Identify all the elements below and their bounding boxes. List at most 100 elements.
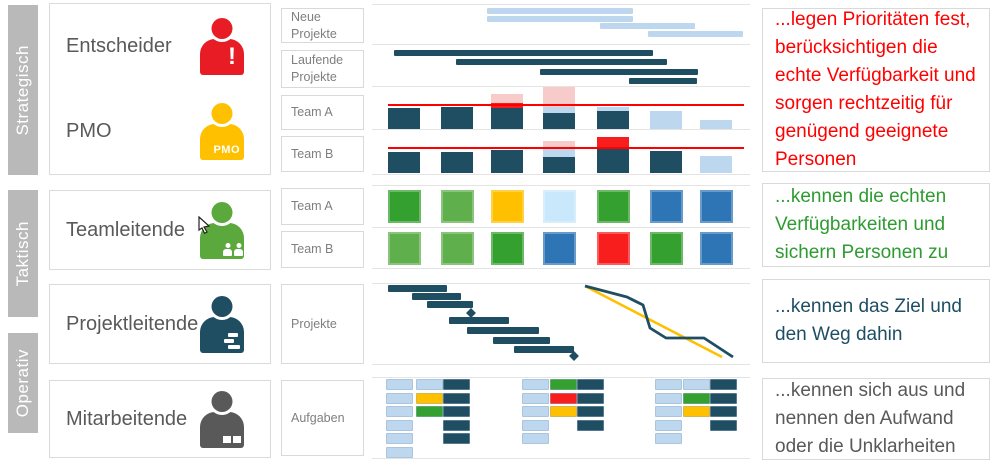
row-label-laufende-projekte: Laufende Projekte xyxy=(281,50,364,88)
task-card xyxy=(522,419,549,431)
row-separator-line xyxy=(372,44,750,45)
row-separator-line xyxy=(372,227,750,228)
role-row-mitarbeitende: Mitarbeitende xyxy=(50,381,270,457)
task-bar-shape xyxy=(224,338,234,343)
team-b-segment xyxy=(700,156,732,173)
task-card xyxy=(522,433,549,444)
burndown-actual-line xyxy=(584,284,734,359)
task-card xyxy=(683,406,710,417)
task-card xyxy=(655,433,682,444)
team-a-segment xyxy=(700,120,732,129)
new-project-bar xyxy=(487,16,633,22)
team-b-availability-square xyxy=(441,232,474,265)
team-b-segment xyxy=(388,152,420,173)
row-separator-line xyxy=(372,129,750,130)
task-card xyxy=(683,392,710,404)
statement-text: ...kennen sich aus und nennen den Aufwan… xyxy=(775,380,966,457)
task-card xyxy=(577,419,604,431)
task-card xyxy=(655,392,682,404)
team-a-segment xyxy=(543,107,575,113)
row-separator-line xyxy=(372,86,750,87)
role-row-entscheider: Entscheider ! xyxy=(50,4,270,89)
row-separator-line xyxy=(372,268,750,269)
person-cards-icon xyxy=(200,390,244,448)
task-bar-shape xyxy=(228,332,238,337)
person-head xyxy=(211,390,233,412)
person-head xyxy=(211,18,233,39)
row-label-team-a-pmo: Team A xyxy=(281,95,364,130)
team-a-availability-square xyxy=(543,190,576,223)
role-label-entscheider: Entscheider xyxy=(66,35,172,57)
statement-teamleitende: ...kennen die echten Verfügbarkeiten und… xyxy=(762,183,990,267)
role-label-projektleitende: Projektleitende xyxy=(66,312,199,335)
new-project-bar xyxy=(648,31,743,37)
card-shape xyxy=(233,435,241,443)
team-b-segment xyxy=(543,141,575,148)
team-b-availability-square xyxy=(491,232,524,265)
row-separator-line xyxy=(372,185,750,186)
row-separator-line xyxy=(372,4,750,5)
team-b-segment xyxy=(441,152,473,173)
project-plan-bar xyxy=(427,301,473,308)
task-card xyxy=(655,379,682,390)
team-a-segment xyxy=(597,111,629,129)
project-plan-bar xyxy=(467,327,539,334)
running-project-bar xyxy=(540,69,698,75)
role-box-mitarbeitende: Mitarbeitende xyxy=(49,380,271,458)
row-label-projekte: Projekte xyxy=(281,284,364,364)
team-a-segment xyxy=(441,107,473,129)
task-card xyxy=(416,379,443,390)
task-card xyxy=(577,379,604,390)
lane-label: Strategisch xyxy=(13,44,32,136)
task-card xyxy=(386,433,413,444)
row-label-team-b-pmo: Team B xyxy=(281,136,364,172)
team-a-segment xyxy=(388,108,420,129)
task-card xyxy=(443,379,470,390)
task-card xyxy=(522,379,549,390)
team-a-segment xyxy=(491,108,523,129)
team-a-availability-square xyxy=(700,190,733,223)
task-card xyxy=(386,392,413,404)
team-b-segment xyxy=(491,150,523,173)
row-label-neue-projekte: Neue Projekte xyxy=(281,8,364,43)
mini-person-icon xyxy=(223,243,232,256)
team-b-availability-square xyxy=(650,232,683,265)
person-tasks-icon xyxy=(200,295,244,353)
card-shape xyxy=(223,435,231,443)
task-card xyxy=(416,392,443,404)
task-card xyxy=(710,419,737,431)
task-card xyxy=(443,392,470,404)
row-separator-line xyxy=(372,283,750,284)
new-project-bar xyxy=(600,23,695,29)
task-card xyxy=(550,392,577,404)
statement-text: ...kennen das Ziel und den Weg dahin xyxy=(775,296,962,345)
row-separator-line xyxy=(372,458,750,459)
task-card xyxy=(386,406,413,417)
person-alert-icon: ! xyxy=(200,18,244,75)
new-project-bar xyxy=(487,8,633,14)
statement-mitarbeitende: ...kennen sich aus und nennen den Aufwan… xyxy=(762,378,990,460)
team-a-availability-square xyxy=(441,190,474,223)
person-cursor-icon xyxy=(198,201,244,259)
person-head xyxy=(211,103,233,124)
project-plan-bar xyxy=(514,346,574,353)
running-project-bar xyxy=(394,50,653,56)
team-b-availability-square xyxy=(700,232,733,265)
role-row-teamleitende: Teamleitende xyxy=(50,191,270,269)
statement-projektleitende: ...kennen das Ziel und den Weg dahin xyxy=(762,279,990,363)
person-pmo-icon: PMO xyxy=(200,103,244,160)
team-b-segment xyxy=(543,148,575,157)
task-card xyxy=(655,406,682,417)
project-plan-bar xyxy=(493,337,550,344)
team-b-availability-square xyxy=(597,232,630,265)
team-a-segment xyxy=(650,111,682,129)
task-card xyxy=(577,392,604,404)
person-body xyxy=(200,124,244,160)
task-card xyxy=(577,406,604,417)
team-a-segment xyxy=(543,87,575,107)
task-card xyxy=(386,379,413,390)
task-card xyxy=(386,419,413,431)
statement-text: ...kennen die echten Verfügbarkeiten und… xyxy=(775,186,949,263)
row-separator-line xyxy=(372,364,750,365)
lane-label: Taktisch xyxy=(13,220,32,287)
